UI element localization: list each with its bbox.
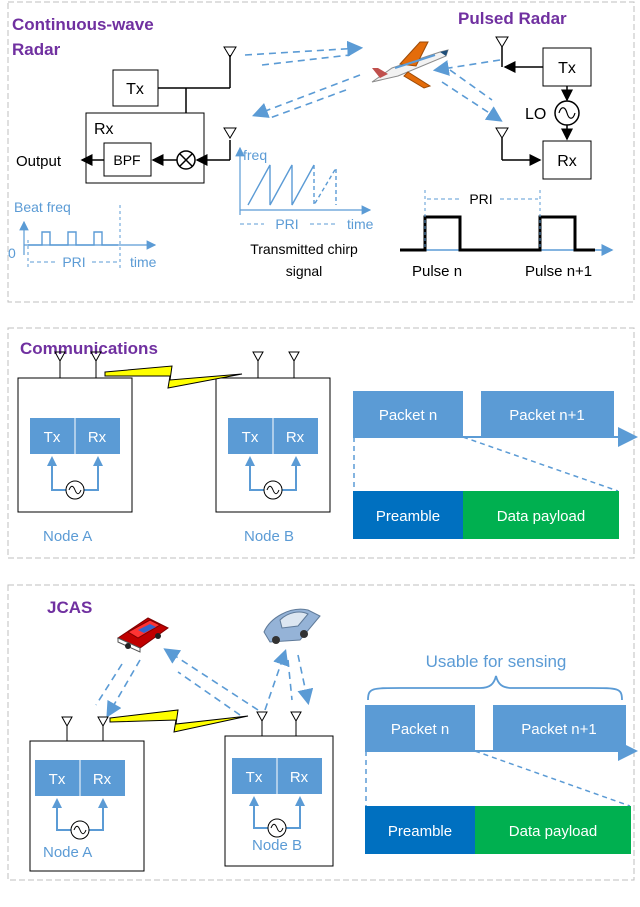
pulsed-radar-title: Pulsed Radar: [458, 9, 567, 28]
jcas-node-b-tx: Tx: [246, 769, 263, 786]
pri-mid-label: PRI: [275, 216, 298, 232]
beat-freq-label: Beat freq: [14, 199, 71, 215]
bpf-box: [103, 142, 152, 177]
pri-right-label: PRI: [469, 191, 492, 207]
cw-radar-title-line1: Continuous-wave: [12, 15, 154, 34]
jcas-panel-border: [7, 584, 635, 881]
pulse-n1-label: Pulse n+1: [525, 263, 592, 280]
sensing-brace: [367, 675, 623, 701]
jcas-node-b-rx: Rx: [290, 769, 309, 786]
comms-node-b-label: Node B: [244, 528, 294, 545]
pulsed-rx-antenna-icon: [495, 127, 509, 139]
cw-rx-antenna-icon: [223, 127, 237, 139]
jcas-node-b-label: Node B: [252, 837, 302, 854]
cw-tx-antenna-icon: [223, 46, 237, 58]
comms-wireless-link-icon: [104, 365, 243, 389]
lo-oscillator-icon: [554, 100, 580, 126]
comms-preamble: [353, 491, 463, 539]
jcas-preamble: [365, 806, 475, 854]
beat-freq-waveform: [28, 231, 118, 246]
usable-for-sensing-label: Usable for sensing: [426, 652, 567, 671]
comms-title: Communications: [20, 339, 158, 358]
jcas-node-a-tx: Tx: [49, 771, 66, 788]
cw-radar-title-line2: Radar: [12, 40, 61, 59]
lo-label: LO: [525, 106, 546, 123]
comms-node-a-tx: Tx: [44, 429, 61, 446]
jcas-data-payload-label: Data payload: [509, 823, 597, 840]
chirp-solid-waveform: [247, 164, 315, 206]
comms-data-payload-label: Data payload: [497, 508, 585, 525]
pulsed-rx-label: Rx: [557, 153, 577, 170]
chirp-caption-line2: signal: [286, 263, 323, 279]
comms-node-b-rx: Rx: [286, 429, 305, 446]
freq-label: freq: [243, 147, 267, 163]
jcas-wireless-link-icon: [109, 709, 249, 733]
bpf-label: BPF: [113, 152, 140, 168]
pulse-n-label: Pulse n: [412, 263, 462, 280]
jcas-preamble-label: Preamble: [388, 823, 452, 840]
jcas-node-a: [29, 716, 145, 872]
comms-node-a-rx: Rx: [88, 429, 107, 446]
jcas-node-b: [224, 711, 334, 867]
jcas-data-payload: [475, 806, 631, 854]
jcas-packet-n1: [493, 705, 626, 751]
time-left-label: time: [130, 254, 157, 270]
cw-rx-label: Rx: [94, 121, 114, 138]
time-mid-label: time: [347, 216, 374, 232]
pulse-train: [400, 215, 595, 252]
output-label: Output: [16, 153, 62, 170]
grey-car-icon: [263, 608, 321, 644]
mixer-icon: [176, 150, 196, 170]
pulsed-tx-antenna-icon: [495, 36, 509, 48]
comms-data-payload: [463, 491, 619, 539]
comms-packet-n1: [481, 391, 614, 437]
comms-node-b: [215, 351, 331, 513]
pulsed-rx-box: [542, 140, 592, 180]
jcas-packet-n-label: Packet n: [391, 721, 449, 738]
pri-left-label: PRI: [62, 254, 85, 270]
comms-preamble-label: Preamble: [376, 508, 440, 525]
jcas-node-a-label: Node A: [43, 844, 92, 861]
jcas-packet-n: [365, 705, 475, 751]
radar-panel-border: [7, 1, 635, 303]
jcas-node-a-rx: Rx: [93, 771, 112, 788]
comms-node-a: [17, 351, 133, 513]
zero-label: 0: [8, 245, 16, 261]
comms-node-a-label: Node A: [43, 528, 92, 545]
red-car-icon: [116, 617, 169, 653]
comms-packet-n1-label: Packet n+1: [509, 407, 584, 424]
pulsed-tx-box: [542, 47, 592, 87]
airplane-icon: [371, 41, 449, 89]
comms-packet-n: [353, 391, 463, 437]
comms-node-b-tx: Tx: [242, 429, 259, 446]
comms-packet-n-label: Packet n: [379, 407, 437, 424]
chirp-caption-line1: Transmitted chirp: [250, 241, 358, 257]
jcas-packet-n1-label: Packet n+1: [521, 721, 596, 738]
pulsed-tx-label: Tx: [558, 60, 576, 77]
jcas-title: JCAS: [47, 598, 92, 617]
cw-tx-label: Tx: [126, 81, 144, 98]
